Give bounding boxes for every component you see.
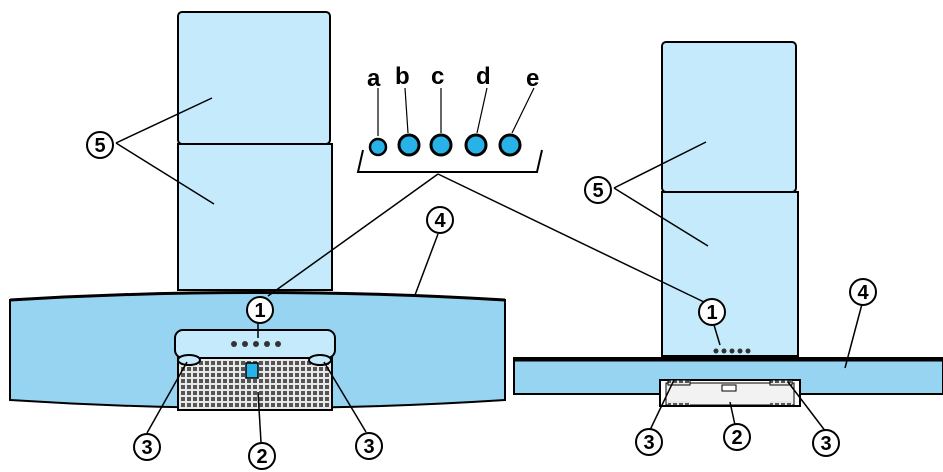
svg-text:3: 3	[643, 432, 654, 454]
button-detail: a b c d e	[356, 63, 543, 173]
svg-text:1: 1	[706, 302, 717, 324]
left-chimney-upper	[177, 11, 331, 145]
svg-text:3: 3	[141, 437, 152, 459]
svg-text:5: 5	[592, 180, 603, 202]
control-button-icon	[745, 348, 751, 354]
control-button-icon	[275, 341, 281, 347]
control-button-icon	[397, 133, 421, 157]
callout-5-right: 5	[584, 176, 612, 204]
control-button-e	[498, 133, 522, 157]
control-button-icon	[464, 133, 488, 157]
callouts: 5 5 4 4 1 1 3 2	[86, 131, 877, 470]
label-c: c	[431, 63, 444, 90]
control-button-a	[368, 137, 388, 157]
right-chimney-upper	[661, 41, 797, 193]
callout-5-left: 5	[86, 131, 114, 159]
filter-handle-icon	[245, 362, 259, 379]
light-icon	[177, 354, 201, 366]
svg-text:2: 2	[256, 446, 267, 468]
control-button-b	[397, 133, 421, 157]
light-icon	[667, 379, 691, 386]
light-icon	[769, 379, 793, 386]
svg-text:3: 3	[363, 436, 374, 458]
right-canopy	[513, 357, 943, 395]
callout-3-left-a: 3	[133, 433, 161, 461]
right-chimney-lower	[661, 191, 799, 357]
control-button-icon	[368, 137, 388, 157]
light-icon	[308, 354, 332, 366]
left-mini-buttons	[231, 341, 281, 347]
right-hood	[513, 41, 943, 407]
control-button-d	[464, 133, 488, 157]
callout-3-right-a: 3	[635, 428, 663, 456]
label-b: b	[395, 63, 410, 90]
callout-2-left: 2	[248, 442, 276, 470]
callout-1-left: 1	[246, 296, 274, 324]
svg-text:3: 3	[820, 433, 831, 455]
svg-text:4: 4	[857, 282, 869, 304]
label-d: d	[476, 63, 491, 90]
callout-1-right: 1	[698, 298, 726, 326]
control-button-icon	[721, 348, 727, 354]
callout-4-left: 4	[426, 206, 454, 234]
svg-text:1: 1	[254, 300, 265, 322]
control-button-icon	[498, 133, 522, 157]
leader-lines	[115, 97, 863, 443]
callout-3-left-b: 3	[355, 432, 383, 460]
callout-4-right: 4	[849, 278, 877, 306]
svg-text:4: 4	[434, 210, 446, 232]
left-hood	[9, 11, 506, 411]
control-button-icon	[713, 348, 719, 354]
callout-2-right: 2	[723, 423, 751, 451]
control-button-icon	[253, 341, 259, 347]
control-button-icon	[429, 133, 453, 157]
left-chimney-lower	[177, 143, 333, 291]
svg-text:2: 2	[731, 427, 742, 449]
callout-3-right-b: 3	[812, 429, 840, 457]
svg-text:5: 5	[94, 135, 105, 157]
right-mini-buttons	[713, 348, 751, 354]
control-button-c	[429, 133, 453, 157]
control-button-icon	[264, 341, 270, 347]
label-e: e	[526, 65, 539, 92]
control-button-icon	[231, 341, 237, 347]
control-button-icon	[729, 348, 735, 354]
control-button-icon	[242, 341, 248, 347]
control-button-icon	[737, 348, 743, 354]
label-a: a	[367, 65, 381, 92]
